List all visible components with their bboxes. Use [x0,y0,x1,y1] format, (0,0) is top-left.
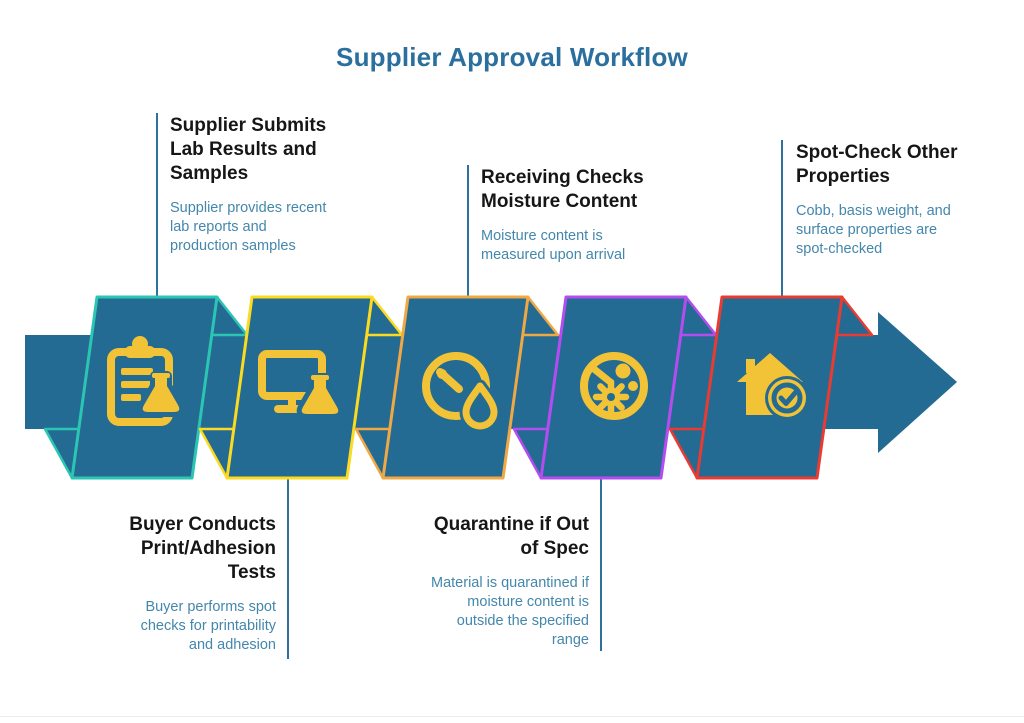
step-description: Material is quarantined if moisture cont… [431,575,589,648]
step-title: Supplier Submits Lab Results and Samples [170,115,327,184]
step-description: Moisture content is measured upon arriva… [481,228,626,263]
house-check-icon [737,353,809,420]
step-description: Supplier provides recent lab reports and… [170,200,327,254]
step-panel-5 [668,295,874,480]
step-label-2: Buyer Conducts Print/Adhesion Tests Buye… [114,513,276,655]
gauge-droplet-icon [422,352,501,433]
bottom-divider [0,716,1024,717]
step-label-1: Supplier Submits Lab Results and Samples… [170,114,332,256]
step-panel-4 [512,295,718,480]
step-title: Spot-Check Other Properties [796,142,958,187]
arrow-head [878,312,957,453]
panel-parallelogram [225,295,374,480]
step-title: Receiving Checks Moisture Content [481,167,644,212]
clipboard-flask-icon [107,336,185,426]
step-title: Buyer Conducts Print/Adhesion Tests [129,514,276,583]
step-label-4: Quarantine if Out of Spec Material is qu… [427,513,589,650]
step-panel-2 [198,295,404,480]
page-title: Supplier Approval Workflow [336,42,688,72]
step-title: Quarantine if Out of Spec [433,514,589,559]
step-panel-1 [43,295,249,480]
step-label-3: Receiving Checks Moisture Content Moistu… [481,166,651,265]
step-description: Cobb, basis weight, and surface properti… [796,203,951,257]
monitor-flask-icon [258,350,344,419]
step-panel-3 [354,295,560,480]
step-label-5: Spot-Check Other Properties Cobb, basis … [796,141,958,259]
step-description: Buyer performs spot checks for printabil… [140,599,276,653]
petri-dish-gear-icon [580,352,648,420]
